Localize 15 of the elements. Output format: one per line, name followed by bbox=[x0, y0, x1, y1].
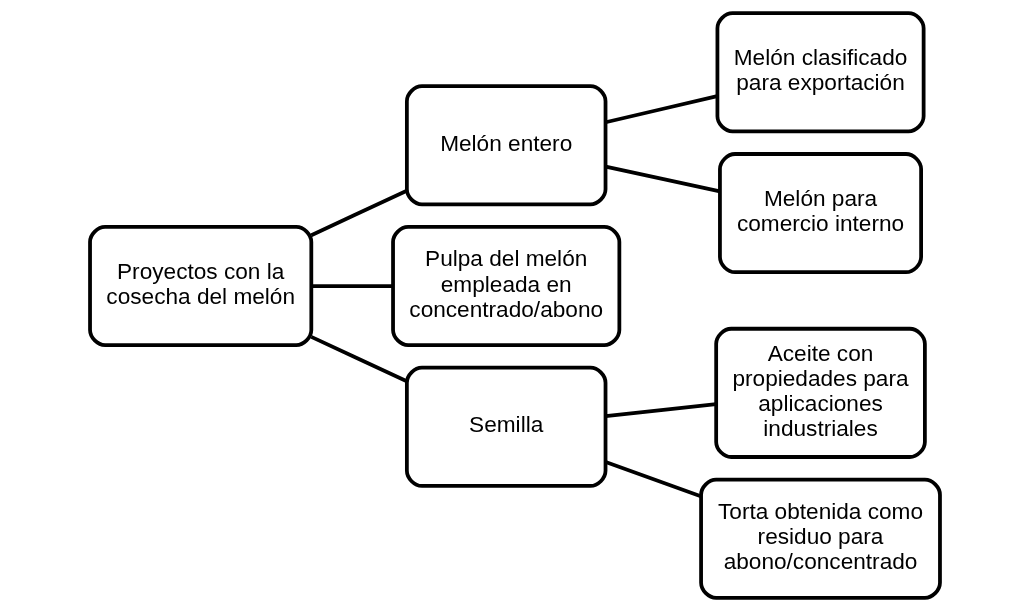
connector bbox=[310, 284, 393, 288]
node-box: Pulpa del melón empleada en concentrado/abono bbox=[390, 225, 621, 347]
node-box: Torta obtenida como residuo para abono/concentrado bbox=[698, 477, 942, 600]
connector bbox=[310, 189, 408, 237]
connector bbox=[605, 402, 716, 418]
connector bbox=[604, 164, 720, 194]
node-box: Melón para comercio interno bbox=[717, 152, 923, 275]
node-box: Semilla bbox=[404, 365, 607, 488]
node-box: Aceite con propiedades para aplicaciones industriales bbox=[713, 326, 927, 459]
connector bbox=[604, 94, 718, 125]
node-box: Melón entero bbox=[404, 84, 607, 207]
connector bbox=[310, 335, 408, 383]
node-box: Melón clasificado para exportación bbox=[715, 11, 925, 134]
node-box: Proyectos con la cosecha del melón bbox=[87, 225, 313, 347]
connector bbox=[604, 460, 701, 498]
